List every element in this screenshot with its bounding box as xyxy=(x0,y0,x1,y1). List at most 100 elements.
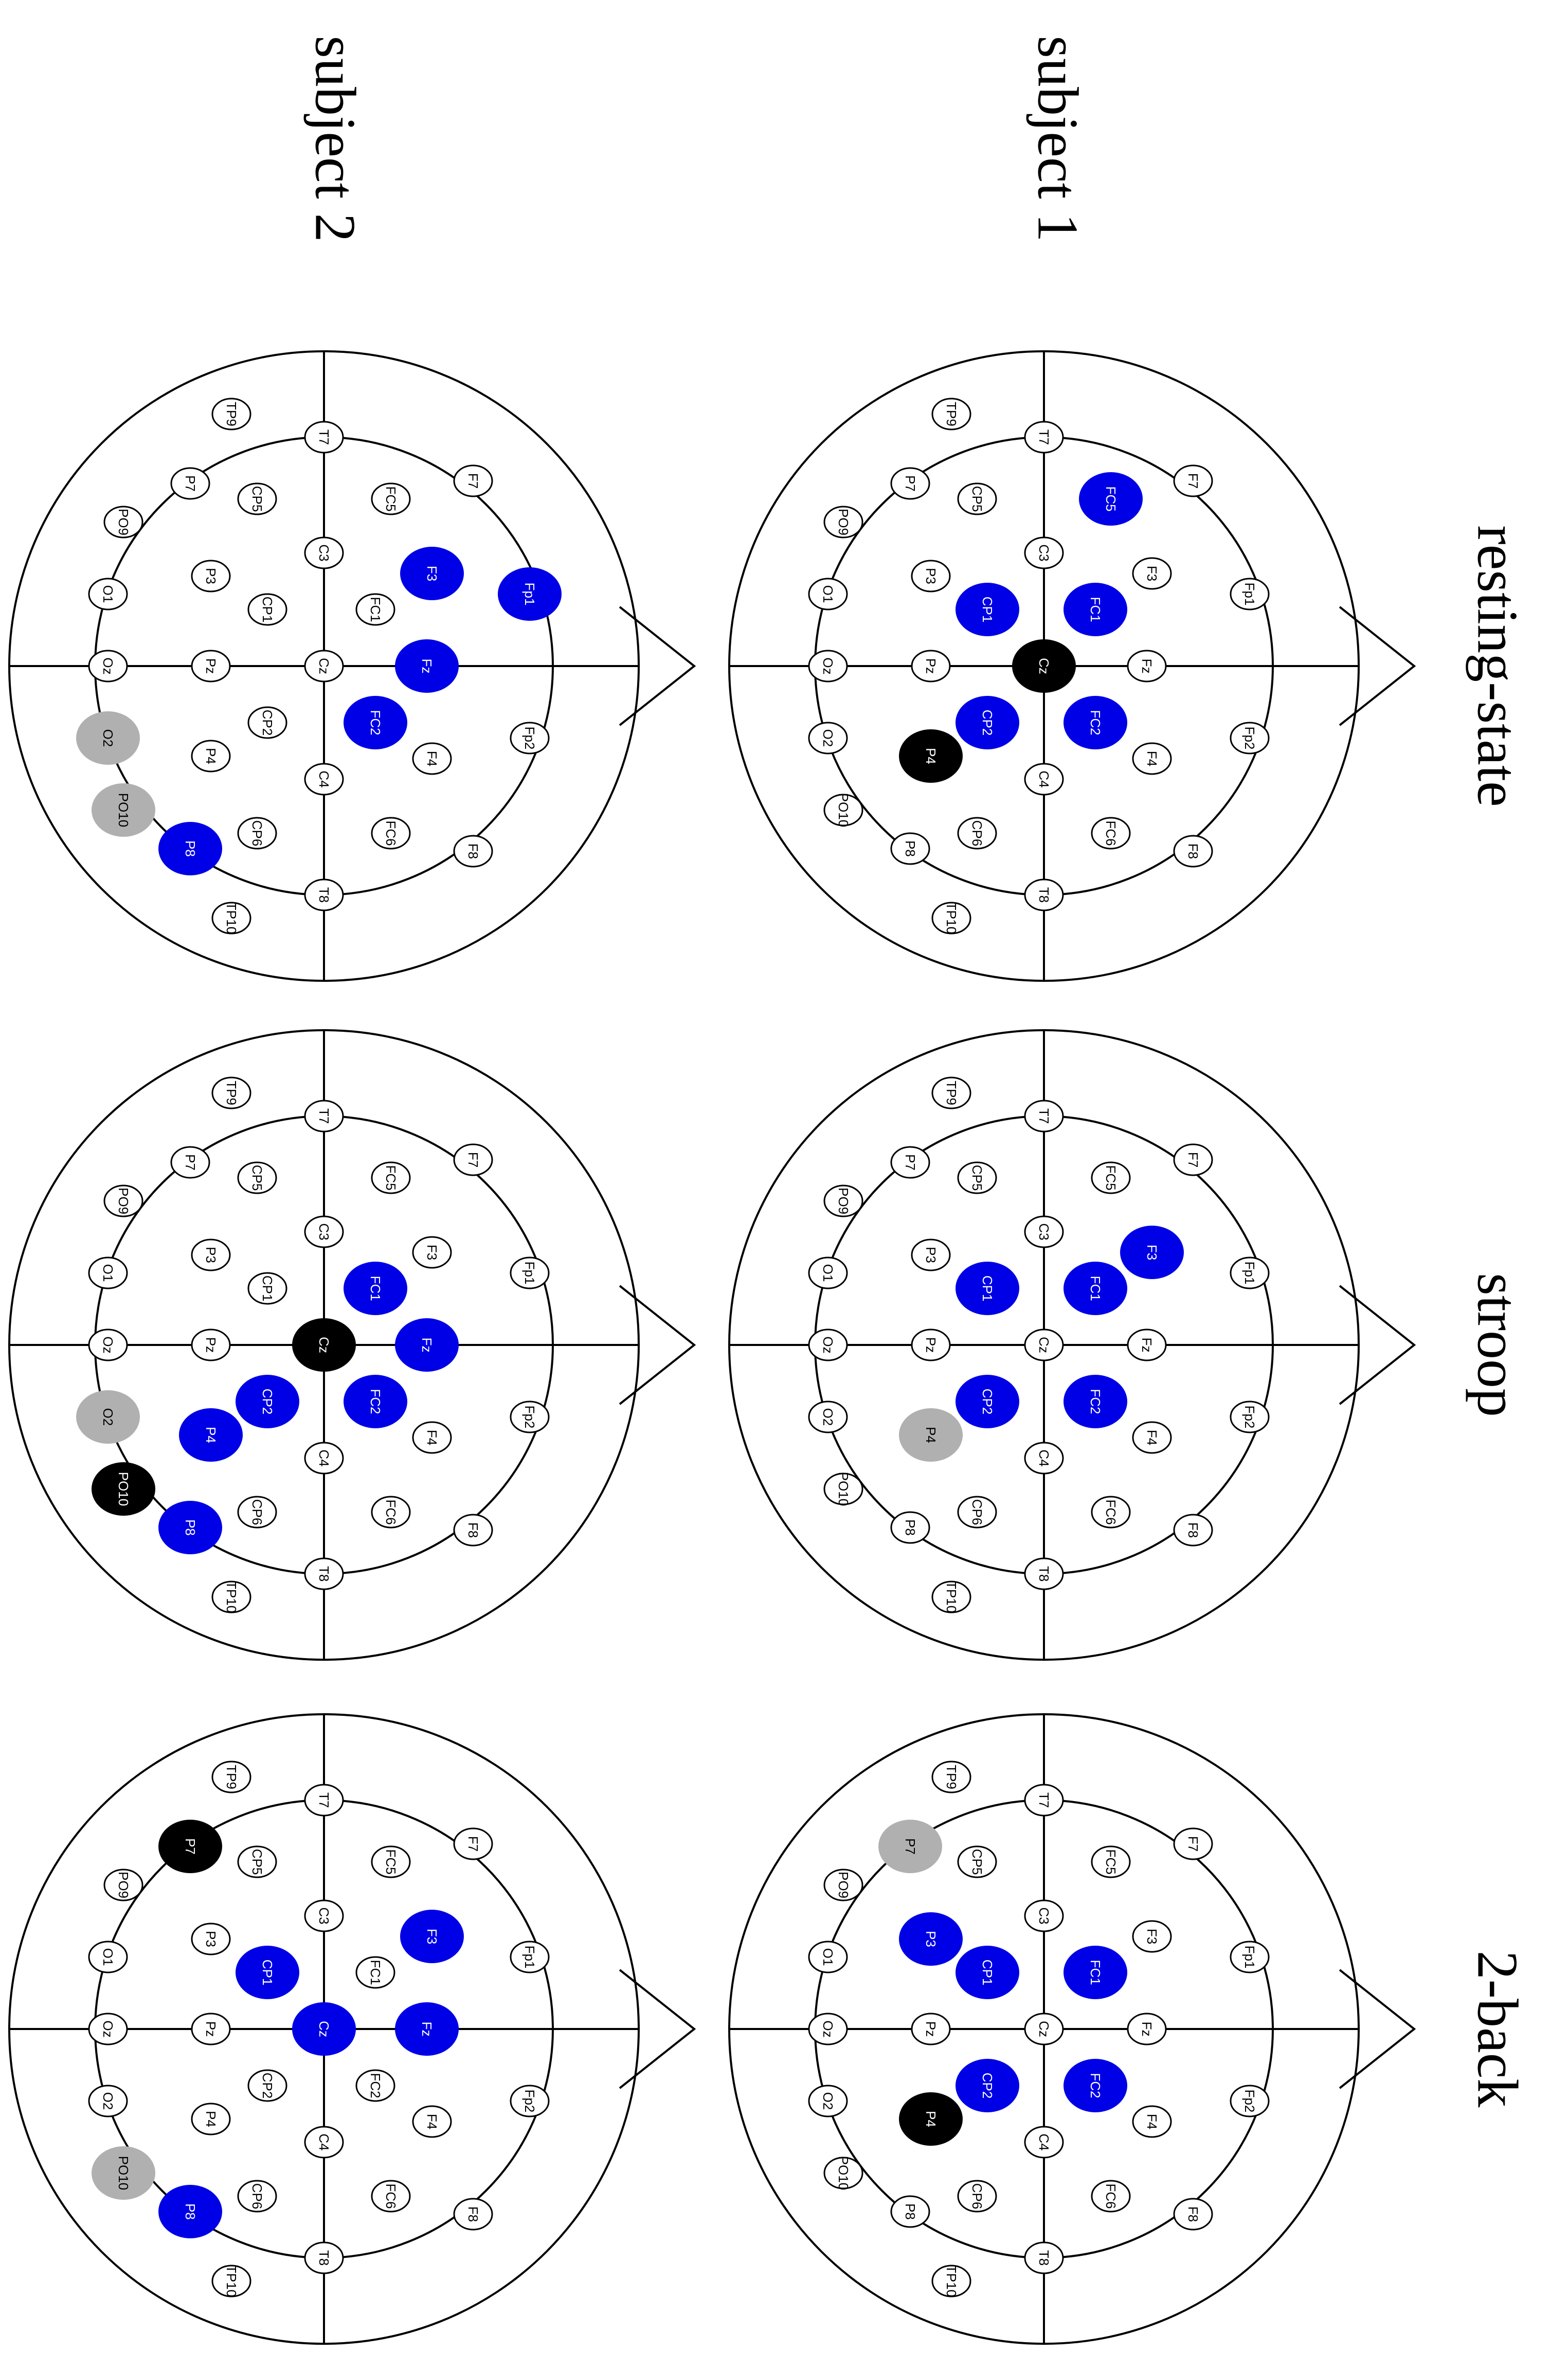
electrode-cz: Cz xyxy=(1024,1328,1064,1361)
electrode-c3: C3 xyxy=(304,1899,344,1932)
electrode-marker xyxy=(371,1496,411,1529)
electrode-f3: F3 xyxy=(400,547,464,600)
electrode-label: O1 xyxy=(100,585,116,603)
electrode-marker xyxy=(823,794,863,827)
electrode-marker xyxy=(1079,472,1143,526)
electrode-label: C3 xyxy=(1036,1907,1052,1924)
electrode-label: CP6 xyxy=(249,820,265,847)
electrode-marker xyxy=(510,1401,550,1433)
electrode-po9: PO9 xyxy=(103,1869,143,1901)
electrode-p3: P3 xyxy=(191,1238,231,1271)
electrode-label: T8 xyxy=(316,2250,332,2266)
electrode-label: P8 xyxy=(183,840,198,857)
electrode-fp1: Fp1 xyxy=(1230,1941,1270,1973)
electrode-label: Cz xyxy=(1036,1337,1052,1353)
electrode-c4: C4 xyxy=(304,763,344,796)
electrode-label: FC5 xyxy=(1103,486,1119,511)
electrode-p3: P3 xyxy=(191,560,231,592)
electrode-p3: P3 xyxy=(191,1923,231,1955)
electrode-label: Oz xyxy=(100,2020,116,2037)
electrode-label: T7 xyxy=(316,429,332,445)
electrode-o2: O2 xyxy=(76,1390,140,1444)
electrode-marker xyxy=(88,650,128,683)
electrode-label: Fz xyxy=(419,659,435,674)
electrode-cp1: CP1 xyxy=(956,583,1019,636)
electrode-marker xyxy=(931,1076,971,1109)
electrode-label: P7 xyxy=(183,1838,198,1855)
electrode-label: FC5 xyxy=(383,1165,399,1190)
electrode-fc6: FC6 xyxy=(1091,2180,1131,2213)
electrode-label: T7 xyxy=(1036,1792,1052,1808)
row-label-subject-1: subject 1 xyxy=(1025,35,1089,242)
electrode-marker xyxy=(247,593,287,626)
electrode-marker xyxy=(170,467,210,500)
electrode-marker xyxy=(453,1143,493,1176)
electrode-marker xyxy=(1024,1328,1064,1361)
electrode-label: Cz xyxy=(316,658,332,674)
electrode-f8: F8 xyxy=(1173,835,1213,868)
electrode-pz: Pz xyxy=(911,2013,951,2045)
electrode-label: O2 xyxy=(820,1408,836,1426)
electrode-marker xyxy=(355,593,395,626)
electrode-p4: P4 xyxy=(899,729,963,783)
electrode-marker xyxy=(88,1256,128,1289)
electrode-fz: Fz xyxy=(395,2002,459,2056)
electrode-marker xyxy=(191,1923,231,1955)
electrode-label: PO9 xyxy=(836,1188,851,1214)
electrode-label: P4 xyxy=(923,748,939,764)
electrode-label: P8 xyxy=(183,2203,198,2220)
electrode-f7: F7 xyxy=(1173,1827,1213,1860)
electrode-o2: O2 xyxy=(808,2085,848,2117)
electrode-label: F3 xyxy=(424,566,440,581)
electrode-label: Fp1 xyxy=(1242,1946,1257,1969)
electrode-marker xyxy=(823,2157,863,2189)
head-map-panels: Fp1Fp2F7F3FzF4F8FC5FC1FC2FC6T7C3CzC4T8CP… xyxy=(8,350,1416,2345)
electrode-o1: O1 xyxy=(88,1941,128,1973)
electrode-label: F7 xyxy=(465,473,481,489)
electrode-label: Fz xyxy=(419,1338,435,1353)
electrode-marker xyxy=(103,506,143,538)
electrode-po9: PO9 xyxy=(823,506,863,538)
electrode-marker xyxy=(236,1946,299,1999)
electrode-label: F4 xyxy=(424,1430,440,1445)
electrode-marker xyxy=(304,2241,344,2274)
electrode-t8: T8 xyxy=(304,878,344,911)
electrode-p7: P7 xyxy=(158,1820,222,1873)
electrode-marker xyxy=(878,1820,942,1873)
electrode-p7: P7 xyxy=(890,467,930,500)
electrode-label: O1 xyxy=(100,1948,116,1966)
electrode-f8: F8 xyxy=(453,835,493,868)
electrode-marker xyxy=(92,2146,155,2200)
electrode-marker xyxy=(158,822,222,875)
electrode-marker xyxy=(76,1390,140,1444)
electrode-label: CP5 xyxy=(249,1165,265,1191)
electrode-t7: T7 xyxy=(1024,421,1064,454)
electrode-cp6: CP6 xyxy=(957,1496,997,1529)
electrode-label: TP9 xyxy=(224,1765,239,1789)
electrode-cp6: CP6 xyxy=(957,2180,997,2213)
electrode-marker xyxy=(211,2265,251,2297)
electrode-label: CP2 xyxy=(260,1389,275,1415)
electrode-tp9: TP9 xyxy=(931,398,971,430)
electrode-f7: F7 xyxy=(453,1143,493,1176)
electrode-label: T8 xyxy=(1036,1566,1052,1582)
electrode-f7: F7 xyxy=(1173,464,1213,497)
electrode-marker xyxy=(1132,1920,1172,1953)
electrode-marker xyxy=(510,2085,550,2117)
electrode-pz: Pz xyxy=(911,650,951,683)
electrode-marker xyxy=(808,1941,848,1973)
electrode-marker xyxy=(890,1511,930,1544)
electrode-label: Pz xyxy=(923,1337,939,1353)
electrode-label: F7 xyxy=(465,1152,481,1168)
electrode-label: FC5 xyxy=(383,486,399,511)
electrode-marker xyxy=(1127,2013,1167,2045)
electrode-label: FC1 xyxy=(368,597,383,622)
electrode-marker xyxy=(304,1215,344,1248)
electrode-marker xyxy=(1173,1143,1213,1176)
electrode-label: CP5 xyxy=(249,1849,265,1875)
electrode-marker xyxy=(1024,878,1064,911)
electrode-label: C3 xyxy=(1036,1223,1052,1240)
electrode-oz: Oz xyxy=(88,1328,128,1361)
electrode-label: TP10 xyxy=(944,902,959,934)
